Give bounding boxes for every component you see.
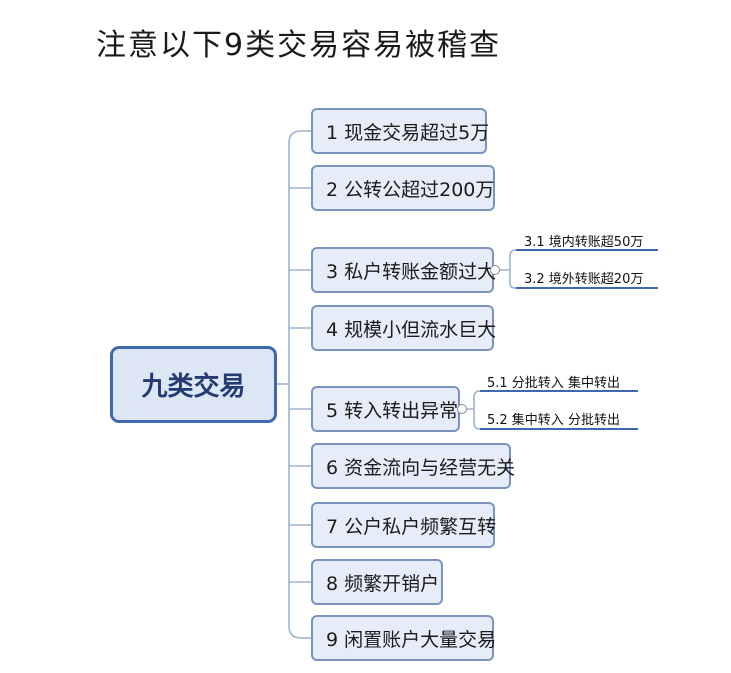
sub-node-3-1: 3.1 境内转账超50万 bbox=[524, 235, 644, 250]
sub-node-5-1: 5.1 分批转入 集中转出 bbox=[487, 376, 620, 391]
branch-node-6: 6 资金流向与经营无关 bbox=[311, 443, 515, 489]
branch-node-5: 5 转入转出异常 bbox=[311, 386, 460, 432]
branch-node-3: 3 私户转账金额过大 bbox=[311, 247, 496, 293]
sub-connector-5 bbox=[460, 390, 481, 430]
sub-node-3-2: 3.2 境外转账超20万 bbox=[524, 272, 644, 287]
sub-connector-3 bbox=[494, 249, 517, 289]
collapse-toggle-icon bbox=[490, 265, 500, 275]
collapse-toggle-icon bbox=[457, 404, 467, 414]
branch-node-2: 2 公转公超过200万 bbox=[311, 165, 495, 211]
branch-node-1: 1 现金交易超过5万 bbox=[311, 108, 489, 154]
page-title: 注意以下9类交易容易被稽查 bbox=[96, 28, 502, 63]
branch-node-7: 7 公户私户频繁互转 bbox=[311, 502, 496, 548]
branch-node-8: 8 频繁开销户 bbox=[311, 559, 443, 605]
spine bbox=[288, 130, 302, 639]
root-node: 九类交易 bbox=[110, 346, 277, 423]
sub-node-5-2: 5.2 集中转入 分批转出 bbox=[487, 413, 620, 428]
branch-node-9: 9 闲置账户大量交易 bbox=[311, 615, 496, 661]
branch-node-4: 4 规模小但流水巨大 bbox=[311, 305, 496, 351]
